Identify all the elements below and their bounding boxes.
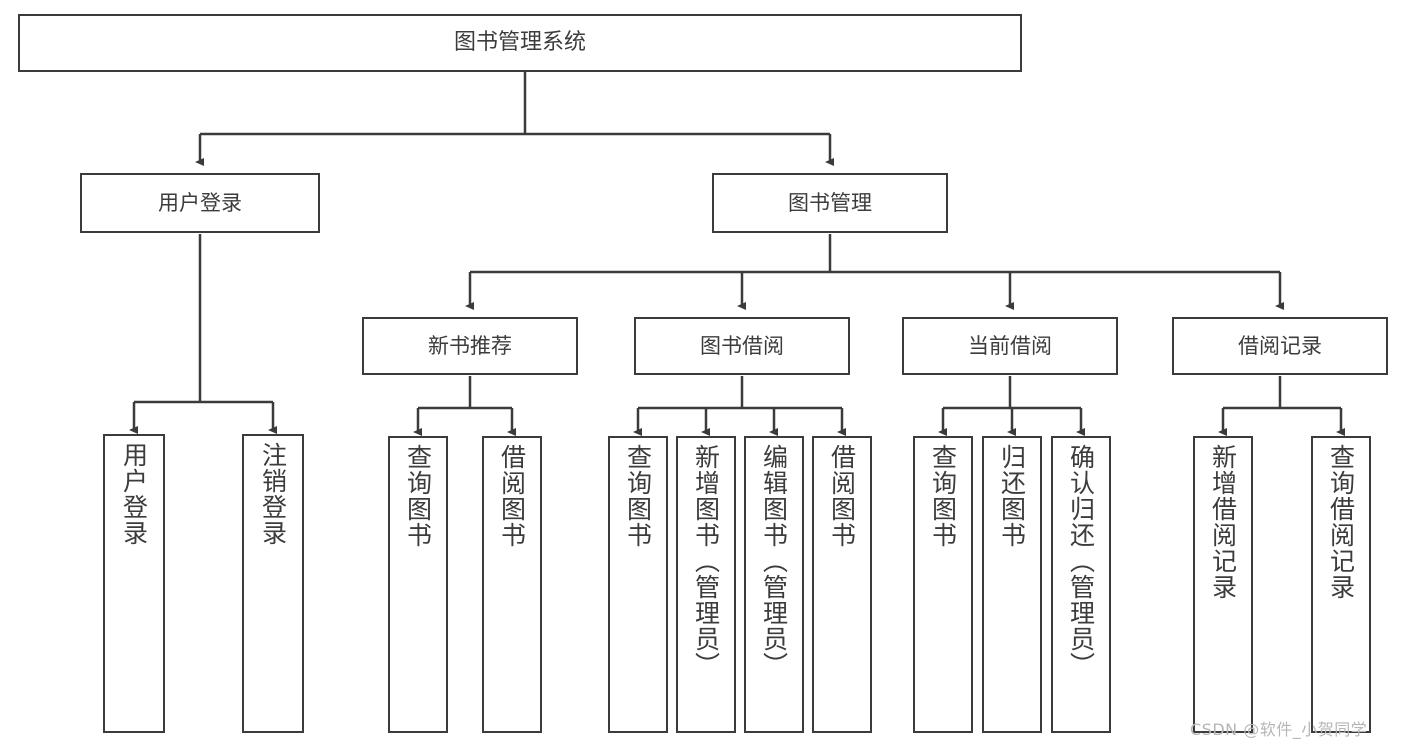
leaf-borrow-record-1-label: 新增借阅记录	[1208, 444, 1238, 600]
node-current-borrow-label: 当前借阅	[968, 333, 1052, 358]
leaf-user-login-2-label: 注销登录	[258, 442, 288, 546]
leaf-book-borrow-1-label: 查询图书	[623, 444, 653, 548]
leaf-book-borrow-3-label: 编辑图书（管理员）	[759, 444, 789, 678]
leaf-book-borrow-3[interactable]: 编辑图书（管理员）	[744, 436, 804, 733]
leaf-user-login-2[interactable]: 注销登录	[242, 434, 304, 733]
node-root-label: 图书管理系统	[453, 30, 586, 56]
leaf-new-book-2[interactable]: 借阅图书	[482, 436, 542, 733]
node-book-manage[interactable]: 图书管理	[712, 173, 948, 233]
leaf-new-book-2-label: 借阅图书	[497, 444, 527, 548]
leaf-user-login-1-label: 用户登录	[119, 442, 149, 546]
leaf-book-borrow-2[interactable]: 新增图书（管理员）	[676, 436, 736, 733]
node-current-borrow[interactable]: 当前借阅	[902, 317, 1118, 375]
node-borrow-record[interactable]: 借阅记录	[1172, 317, 1388, 375]
leaf-current-borrow-1-label: 查询图书	[928, 444, 958, 548]
leaf-book-borrow-1[interactable]: 查询图书	[608, 436, 668, 733]
leaf-new-book-1-label: 查询图书	[403, 444, 433, 548]
leaf-current-borrow-2-label: 归还图书	[997, 444, 1027, 548]
leaf-current-borrow-3-label: 确认归还（管理员）	[1066, 444, 1096, 678]
node-user-login-label: 用户登录	[158, 190, 242, 215]
leaf-borrow-record-1[interactable]: 新增借阅记录	[1193, 436, 1253, 733]
leaf-book-borrow-2-label: 新增图书（管理员）	[691, 444, 721, 678]
leaf-current-borrow-1[interactable]: 查询图书	[913, 436, 973, 733]
node-user-login[interactable]: 用户登录	[80, 173, 320, 233]
node-book-borrow[interactable]: 图书借阅	[634, 317, 850, 375]
leaf-current-borrow-3[interactable]: 确认归还（管理员）	[1051, 436, 1111, 733]
leaf-borrow-record-2-label: 查询借阅记录	[1326, 444, 1356, 600]
leaf-book-borrow-4-label: 借阅图书	[827, 444, 857, 548]
node-book-manage-label: 图书管理	[788, 190, 872, 215]
leaf-user-login-1[interactable]: 用户登录	[103, 434, 165, 733]
leaf-new-book-1[interactable]: 查询图书	[388, 436, 448, 733]
node-root-system[interactable]: 图书管理系统	[18, 14, 1022, 72]
leaf-current-borrow-2[interactable]: 归还图书	[982, 436, 1042, 733]
node-new-book-recommend[interactable]: 新书推荐	[362, 317, 578, 375]
leaf-book-borrow-4[interactable]: 借阅图书	[812, 436, 872, 733]
node-borrow-record-label: 借阅记录	[1238, 333, 1322, 358]
leaf-borrow-record-2[interactable]: 查询借阅记录	[1311, 436, 1371, 733]
node-new-book-recommend-label: 新书推荐	[428, 333, 512, 358]
node-book-borrow-label: 图书借阅	[700, 333, 784, 358]
